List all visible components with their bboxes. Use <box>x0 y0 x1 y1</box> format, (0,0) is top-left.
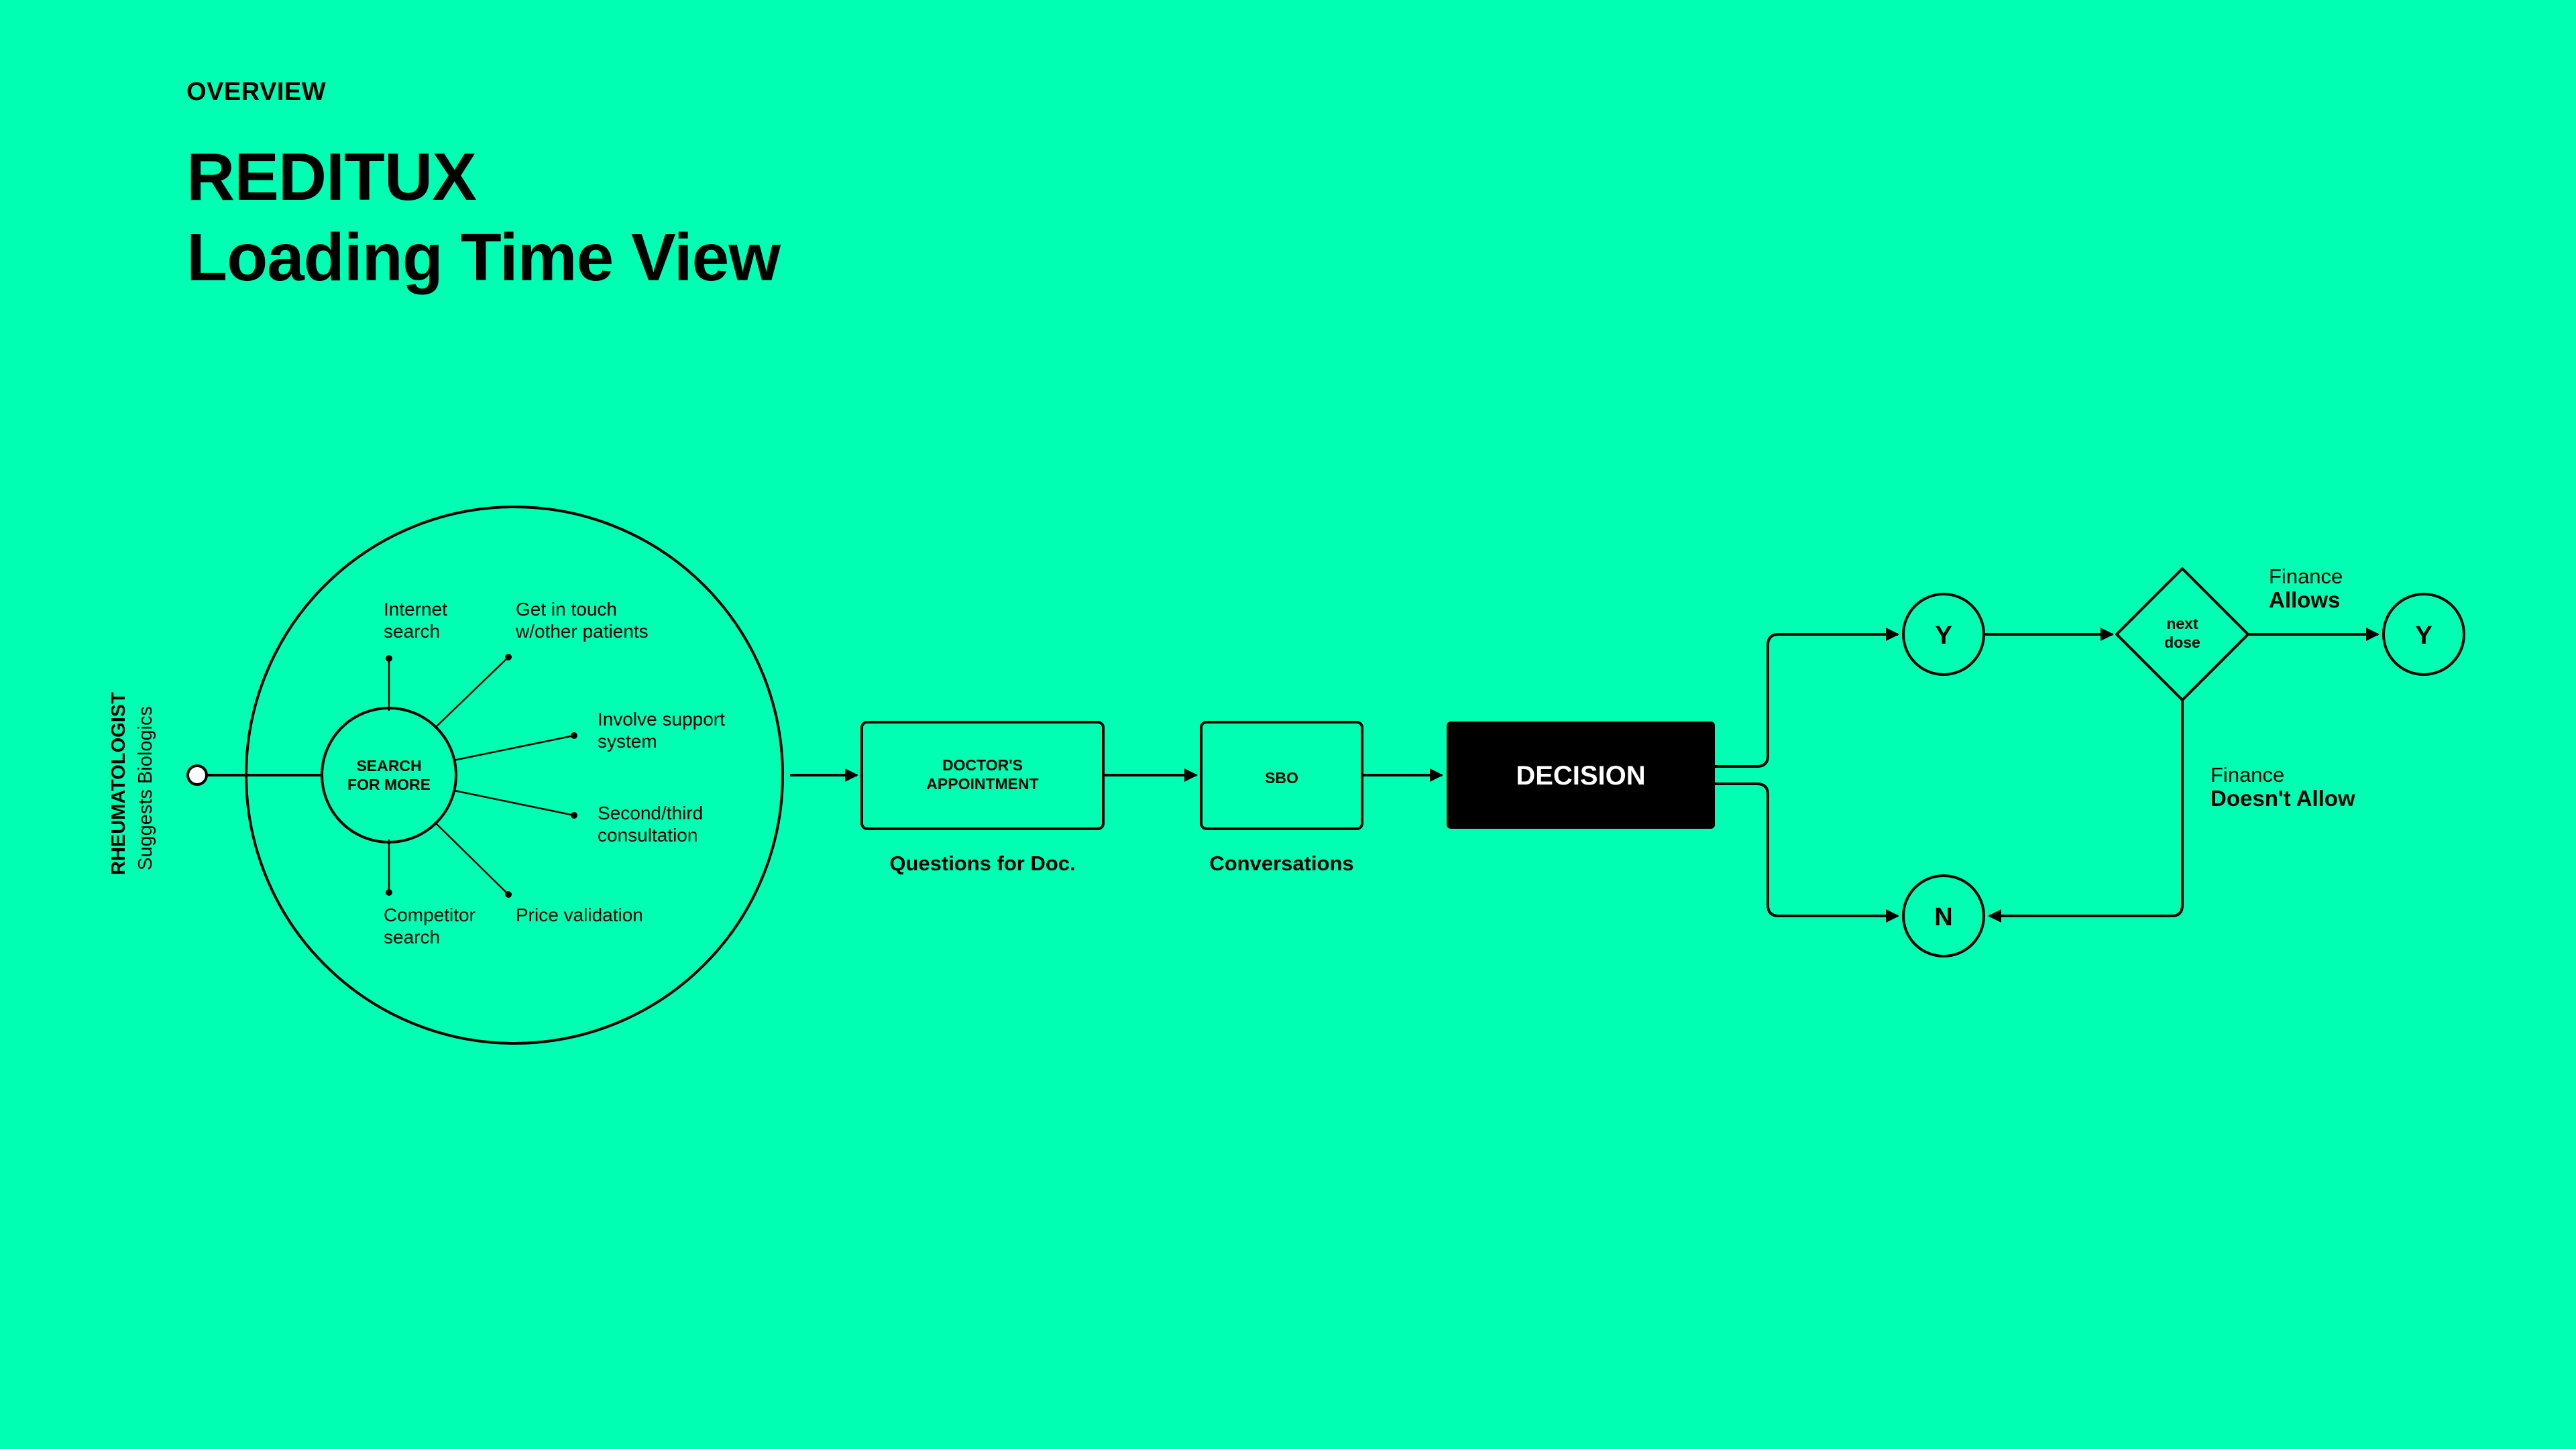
title-line-2: Loading Time View <box>186 220 781 295</box>
spoke-consultation <box>453 789 575 817</box>
finance-allows-line2: Allows <box>2269 587 2340 612</box>
branch-labels: Internet search Get in touch w/other pat… <box>384 599 725 947</box>
sbo-label: SBO <box>1265 769 1298 787</box>
actor-role: RHEUMATOLOGIST <box>108 692 129 875</box>
spoke-price <box>434 821 509 895</box>
branch-competitor-line2: search <box>384 927 440 947</box>
connector-decision-yes <box>1715 628 1899 768</box>
page-header: OVERVIEW REDITUX Loading Time View <box>186 78 781 298</box>
branch-price-line1: Price validation <box>516 905 643 925</box>
branch-consultation-line2: consultation <box>598 825 697 846</box>
branch-internet-line2: search <box>384 621 440 642</box>
branch-competitor-line1: Competitor <box>384 905 475 925</box>
spoke-dot <box>571 732 577 739</box>
branch-patients-line2: w/other patients <box>515 621 649 642</box>
branch-support-line1: Involve support <box>598 709 725 730</box>
appointment-label-line2: APPOINTMENT <box>926 775 1038 793</box>
appointment-caption: Questions for Doc. <box>889 852 1075 875</box>
start-node <box>186 764 208 786</box>
next-dose-line1: next <box>2166 615 2198 632</box>
actor-label: RHEUMATOLOGIST Suggests Biologics <box>108 692 156 875</box>
connector-decision-no <box>1715 783 1899 923</box>
connector-next-dose-no <box>1988 700 2184 923</box>
decision-label: DECISION <box>1516 761 1645 791</box>
spoke-dot <box>386 655 392 662</box>
yes-label: Y <box>1935 622 1952 650</box>
hub-label-line2: FOR MORE <box>347 776 431 793</box>
branch-consultation-line1: Second/third <box>598 803 703 823</box>
final-yes-node <box>2382 593 2465 676</box>
spoke-dot <box>571 812 577 819</box>
final-yes-label: Y <box>2415 622 2432 650</box>
spoke-dot <box>505 654 512 660</box>
finance-denies-line1: Finance <box>2210 763 2284 787</box>
finance-allows-line1: Finance <box>2269 565 2343 588</box>
branch-patients-line1: Get in touch <box>516 599 617 620</box>
next-dose-line2: dose <box>2164 634 2200 651</box>
no-label: N <box>1934 903 1952 931</box>
spoke-support <box>453 734 575 762</box>
branch-internet-line1: Internet <box>384 599 447 620</box>
spoke-dot <box>505 891 512 898</box>
no-node <box>1902 874 1985 958</box>
search-phase-circle <box>245 506 784 1045</box>
overline-label: OVERVIEW <box>186 78 327 106</box>
sbo-caption: Conversations <box>1209 852 1353 875</box>
actor-action: Suggests Biologics <box>135 706 156 870</box>
search-hub-node <box>321 707 457 844</box>
decision-node <box>1447 721 1715 829</box>
branch-support-line2: system <box>598 731 657 752</box>
appointment-label-line1: DOCTOR'S <box>942 756 1023 774</box>
finance-denies-line2: Doesn't Allow <box>2210 786 2355 811</box>
hub-label-line1: SEARCH <box>356 757 421 774</box>
page-title: REDITUX Loading Time View <box>186 137 781 298</box>
spoke-dot <box>386 889 392 896</box>
title-line-1: REDITUX <box>186 139 477 215</box>
spoke-patients <box>434 656 509 729</box>
hub-spokes <box>386 654 577 898</box>
